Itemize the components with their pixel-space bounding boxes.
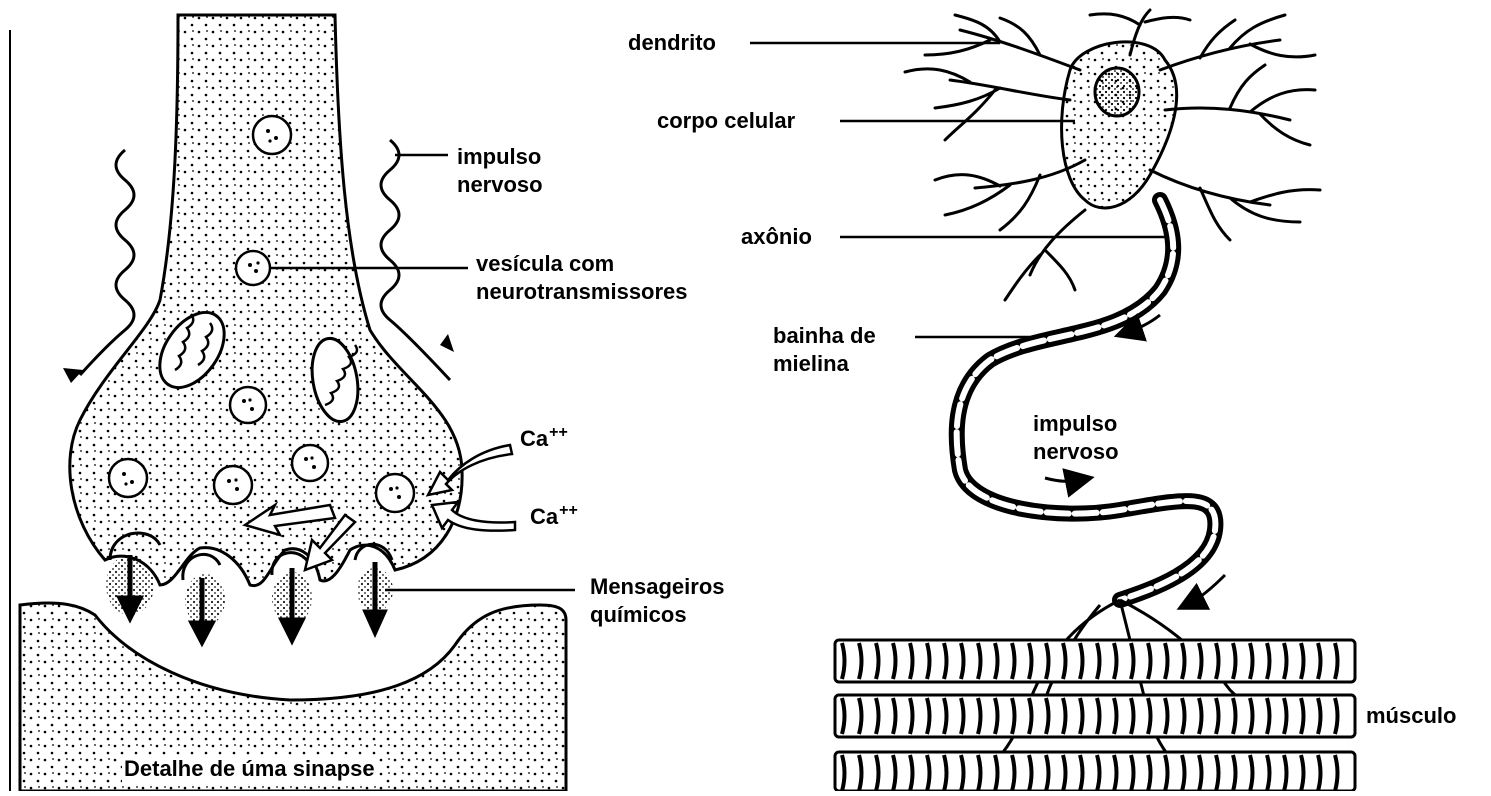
nerve-endings xyxy=(980,600,1290,775)
muscle-label: músculo xyxy=(1366,702,1456,730)
cell-body-label: corpo celular xyxy=(657,107,795,135)
axon xyxy=(957,200,1216,600)
impulse-arrowhead-left xyxy=(63,368,83,383)
impulse-arrowhead-right xyxy=(440,334,454,352)
dendrite-label: dendrito xyxy=(628,29,716,57)
axon-label: axônio xyxy=(741,223,812,251)
nucleus xyxy=(1095,68,1139,116)
calcium-label-1: Ca++ xyxy=(520,425,568,453)
calcium-label-2: Ca++ xyxy=(530,503,578,531)
synapse-caption: Detalhe de úma sinapse xyxy=(122,755,377,783)
